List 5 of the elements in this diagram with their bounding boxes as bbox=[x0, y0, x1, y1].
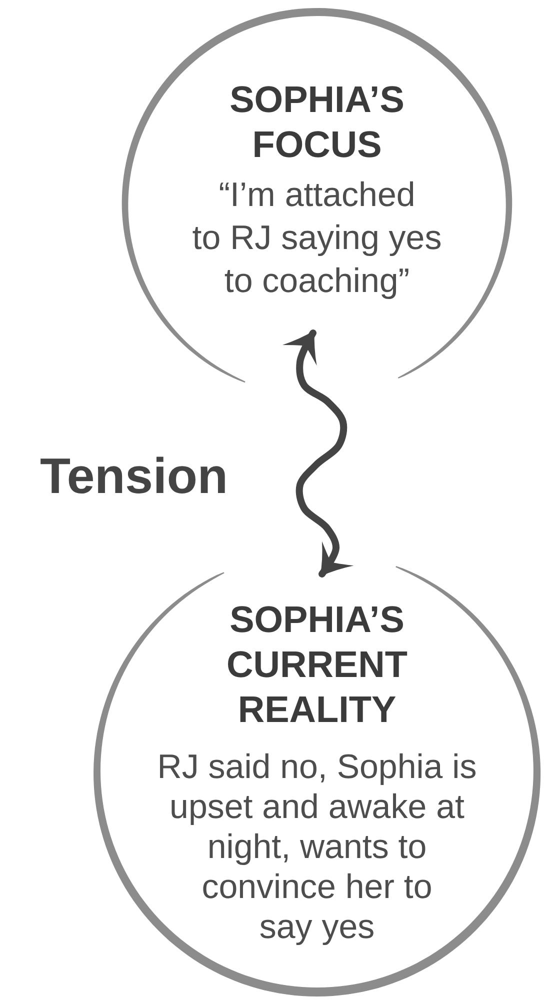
description-text: RJ said no, Sophia is upset and awake at night, wants to convince her to say yes bbox=[157, 747, 477, 947]
circle-heading: SOPHIA’S FOCUS bbox=[230, 78, 404, 167]
circle-heading: SOPHIA’S CURRENT REALITY bbox=[226, 598, 408, 732]
quote-text: “I’m attached to RJ saying yes to coaching” bbox=[192, 175, 442, 302]
tension-label: Tension bbox=[40, 451, 228, 501]
